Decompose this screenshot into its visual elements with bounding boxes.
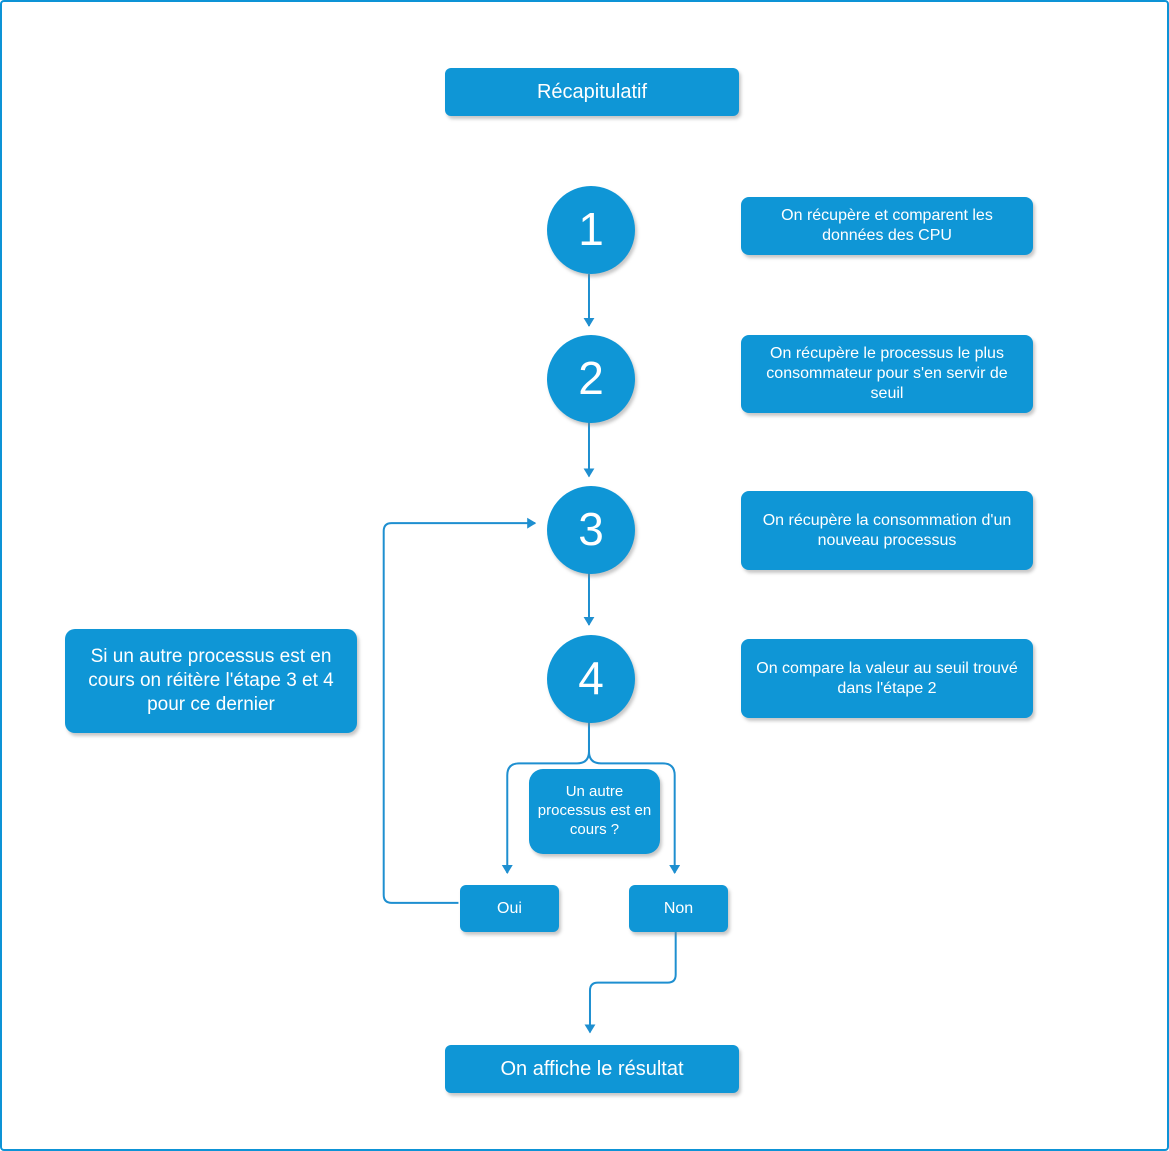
step-description-2: On récupère le processus le plus consomm…	[741, 335, 1033, 413]
branch-non-box: Non	[629, 885, 728, 932]
step-description-3: On récupère la consommation d'un nouveau…	[741, 491, 1033, 570]
step-description-1: On récupère et comparent les données des…	[741, 197, 1033, 255]
step-circle-3: 3	[547, 486, 635, 574]
loop-note-box: Si un autre processus est en cours on ré…	[65, 629, 357, 733]
arrow-oui-loop-step3	[382, 517, 537, 904]
step-circle-1: 1	[547, 186, 635, 274]
branch-oui-box: Oui	[460, 885, 559, 932]
arrow-non-result	[584, 928, 677, 1034]
title-box: Récapitulatif	[445, 68, 739, 116]
step-description-4: On compare la valeur au seuil trouvé dan…	[741, 639, 1033, 718]
step-circle-2: 2	[547, 335, 635, 423]
decision-box: Un autre processus est en cours ?	[529, 769, 660, 854]
step-circle-4: 4	[547, 635, 635, 723]
result-box: On affiche le résultat	[445, 1045, 739, 1093]
